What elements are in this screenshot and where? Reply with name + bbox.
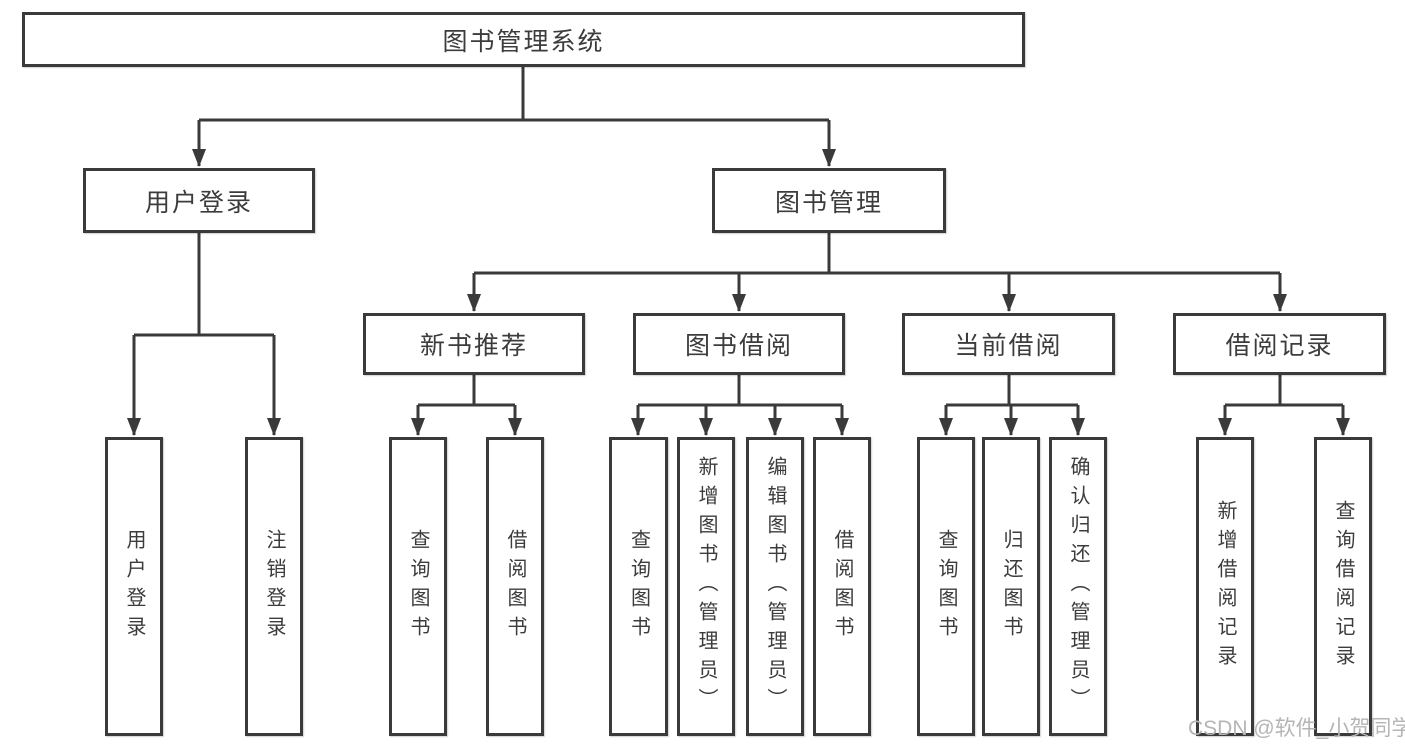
- node-user-login-label: 用户登录: [144, 188, 253, 217]
- node-book-borrow-label: 图书借阅: [684, 332, 793, 360]
- leaf-logout-label: 注销登录: [263, 528, 285, 645]
- node-current-borrow-label: 当前借阅: [954, 332, 1063, 360]
- leaf-edit-book-admin: 编辑图书（管理员）: [746, 437, 804, 736]
- node-user-login: 用户登录: [83, 168, 315, 233]
- leaf-borrow-books-recommend: 借阅图书: [486, 437, 544, 736]
- leaf-confirm-return-admin: 确认归还（管理员）: [1049, 437, 1107, 736]
- leaf-query-books-current: 查询图书: [917, 437, 975, 736]
- leaf-add-book-admin-label: 新增图书（管理员）: [695, 456, 717, 717]
- node-current-borrow: 当前借阅: [902, 313, 1115, 375]
- leaf-return-books: 归还图书: [982, 437, 1040, 736]
- leaf-user-login-label: 用户登录: [123, 528, 145, 645]
- connector-user-login: [134, 233, 274, 337]
- leaf-edit-book-admin-label: 编辑图书（管理员）: [764, 456, 786, 717]
- leaf-add-book-admin: 新增图书（管理员）: [677, 437, 735, 736]
- connector-book-borrow: [638, 375, 842, 407]
- leaf-logout: 注销登录: [245, 437, 303, 736]
- node-root-label: 图书管理系统: [442, 27, 605, 56]
- node-book-management: 图书管理: [712, 168, 946, 233]
- connector-borrow-records: [1225, 375, 1343, 407]
- csdn-watermark: CSDN @软件_小贺同学: [1188, 717, 1405, 740]
- leaf-query-books-recommend: 查询图书: [389, 437, 447, 736]
- leaf-add-borrow-record-label: 新增借阅记录: [1214, 499, 1236, 674]
- leaf-query-books-borrow-label: 查询图书: [627, 528, 650, 645]
- leaf-borrow-books-recommend-label: 借阅图书: [504, 528, 526, 645]
- node-new-book-recommend: 新书推荐: [363, 313, 585, 375]
- leaf-query-borrow-record: 查询借阅记录: [1314, 437, 1372, 736]
- leaf-query-books-borrow: 查询图书: [609, 437, 668, 736]
- leaf-confirm-return-admin-label: 确认归还（管理员）: [1067, 456, 1089, 717]
- leaf-query-borrow-record-label: 查询借阅记录: [1332, 499, 1354, 674]
- leaf-user-login: 用户登录: [105, 437, 163, 736]
- connector-book-management: [474, 233, 1280, 275]
- leaf-borrow-books: 借阅图书: [813, 437, 871, 736]
- leaf-add-borrow-record: 新增借阅记录: [1196, 437, 1254, 736]
- node-borrow-records-label: 借阅记录: [1225, 332, 1334, 360]
- node-root-system: 图书管理系统: [22, 12, 1025, 67]
- connector-current-borrow: [946, 375, 1078, 407]
- leaf-borrow-books-label: 借阅图书: [831, 528, 853, 645]
- connector-new-book: [418, 375, 515, 407]
- leaf-return-books-label: 归还图书: [1000, 528, 1022, 645]
- leaf-query-books-current-label: 查询图书: [935, 528, 957, 645]
- node-borrow-records: 借阅记录: [1173, 313, 1386, 375]
- node-book-borrow: 图书借阅: [633, 313, 845, 375]
- connector-root: [199, 67, 829, 122]
- node-new-book-recommend-label: 新书推荐: [419, 332, 528, 360]
- leaf-query-books-recommend-label: 查询图书: [407, 528, 429, 645]
- node-book-management-label: 图书管理: [774, 188, 883, 217]
